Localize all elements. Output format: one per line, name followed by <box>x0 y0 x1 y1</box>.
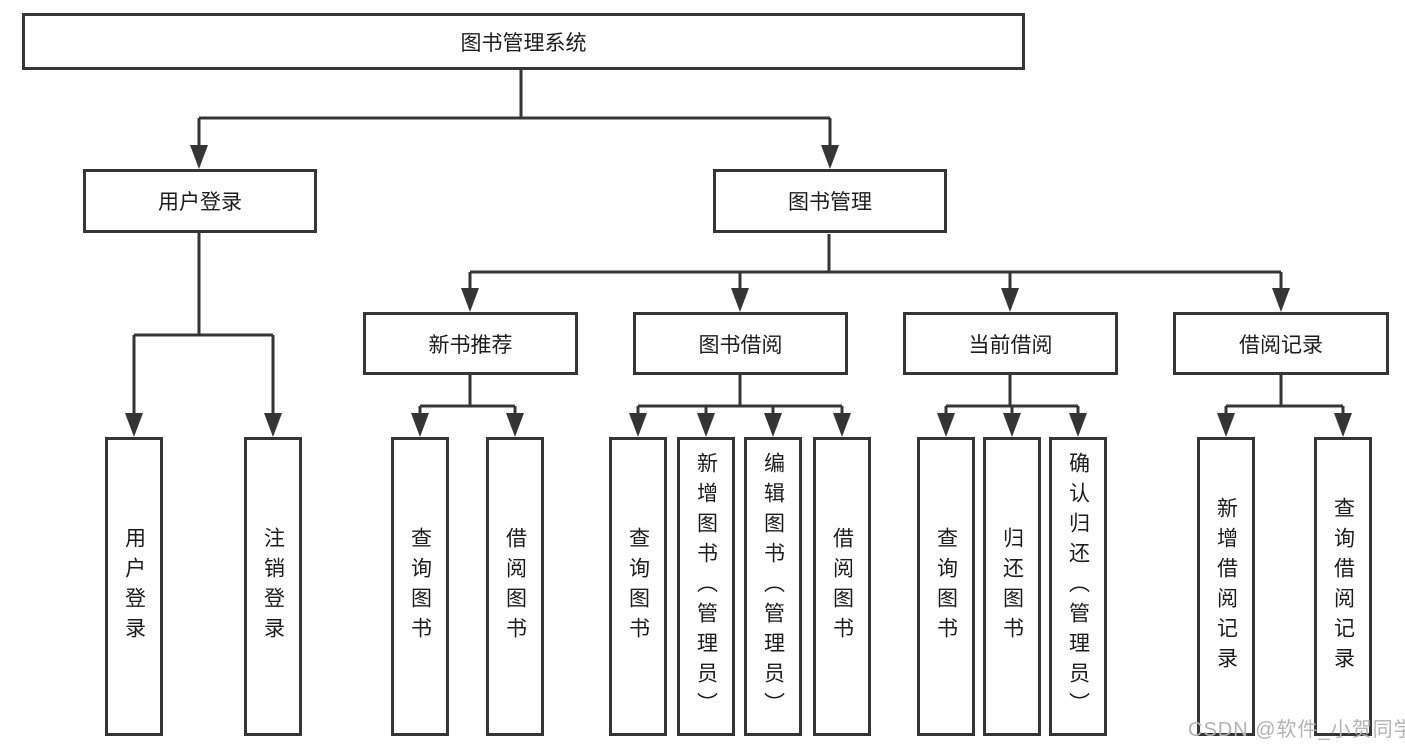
arrow-down-icon <box>1217 413 1235 437</box>
watermark: CSDN @软件_小贺同学 <box>1188 719 1405 741</box>
node-label: 查询图书 <box>408 526 432 647</box>
arrow-down-icon <box>264 413 282 437</box>
node-label: 查询图书 <box>626 526 650 647</box>
node-label: 新书推荐 <box>428 333 513 357</box>
connector-current-borrow-children <box>937 375 1087 437</box>
connector-new-book-recommend-children <box>411 375 524 437</box>
arrow-down-icon <box>1003 413 1021 437</box>
connector-root-to-level2 <box>190 70 839 169</box>
node-leaf-br-query-record: 查询借阅记录 <box>1314 437 1372 736</box>
arrow-down-icon <box>764 413 782 437</box>
node-label: 用户登录 <box>122 526 146 647</box>
connector-line <box>944 375 1080 416</box>
node-leaf-br-add-record: 新增借阅记录 <box>1197 437 1255 736</box>
node-leaf-bb-edit-books: 编辑图书（管理员） <box>744 437 802 736</box>
node-leaf-bb-query-books: 查询图书 <box>609 437 667 736</box>
node-leaf-cb-query-books: 查询图书 <box>917 437 975 736</box>
node-label: 查询图书 <box>934 526 958 647</box>
node-leaf-bb-borrow-books: 借阅图书 <box>813 437 871 736</box>
node-label: 借阅图书 <box>503 526 527 647</box>
connector-user-login-children <box>125 233 282 437</box>
node-label: 注销登录 <box>261 526 285 647</box>
node-label: 新增图书（管理员） <box>694 451 718 722</box>
arrow-down-icon <box>821 145 839 169</box>
node-borrow-record: 借阅记录 <box>1173 312 1389 375</box>
node-label: 新增借阅记录 <box>1214 496 1238 677</box>
node-current-borrow: 当前借阅 <box>903 312 1118 375</box>
arrow-down-icon <box>1069 413 1087 437</box>
arrow-down-icon <box>1001 288 1019 312</box>
node-label: 归还图书 <box>1000 526 1024 647</box>
connector-line <box>468 234 1283 292</box>
node-leaf-cb-return-books: 归还图书 <box>983 437 1041 736</box>
arrow-down-icon <box>697 413 715 437</box>
arrow-down-icon <box>411 413 429 437</box>
node-label: 确认归还（管理员） <box>1066 451 1090 722</box>
node-label: 图书管理系统 <box>460 31 587 55</box>
node-leaf-nbr-borrow-books: 借阅图书 <box>486 437 544 736</box>
connector-line <box>636 375 844 416</box>
node-book-borrow: 图书借阅 <box>633 312 848 375</box>
node-book-management: 图书管理 <box>713 169 947 233</box>
connector-line <box>197 70 832 150</box>
connector-borrow-record-children <box>1217 375 1352 437</box>
node-leaf-user-login: 用户登录 <box>105 437 163 736</box>
node-label: 用户登录 <box>158 191 242 214</box>
connector-line <box>418 375 517 416</box>
node-leaf-nbr-query-books: 查询图书 <box>391 437 449 736</box>
arrow-down-icon <box>461 288 479 312</box>
arrow-down-icon <box>731 288 749 312</box>
arrow-down-icon <box>190 145 208 169</box>
arrow-down-icon <box>506 413 524 437</box>
arrow-down-icon <box>125 413 143 437</box>
arrow-down-icon <box>937 413 955 437</box>
arrow-down-icon <box>1334 413 1352 437</box>
connector-book-management-children <box>461 234 1290 312</box>
node-label: 借阅记录 <box>1239 333 1323 357</box>
arrow-down-icon <box>1272 288 1290 312</box>
arrow-down-icon <box>833 413 851 437</box>
node-leaf-logout: 注销登录 <box>244 437 302 736</box>
node-user-login: 用户登录 <box>83 169 317 233</box>
node-label: 查询借阅记录 <box>1331 496 1355 677</box>
node-label: 借阅图书 <box>830 526 854 647</box>
node-root: 图书管理系统 <box>22 13 1025 70</box>
connector-book-borrow-children <box>629 375 851 437</box>
connector-line <box>132 233 275 416</box>
node-leaf-cb-confirm-return: 确认归还（管理员） <box>1049 437 1107 736</box>
arrow-down-icon <box>629 413 647 437</box>
node-leaf-bb-add-books: 新增图书（管理员） <box>677 437 735 736</box>
connector-line <box>1224 375 1345 416</box>
node-label: 编辑图书（管理员） <box>761 451 785 722</box>
node-label: 图书管理 <box>788 191 872 214</box>
node-label: 当前借阅 <box>968 333 1053 357</box>
node-label: 图书借阅 <box>698 333 783 357</box>
node-new-book-recommend: 新书推荐 <box>363 312 578 375</box>
